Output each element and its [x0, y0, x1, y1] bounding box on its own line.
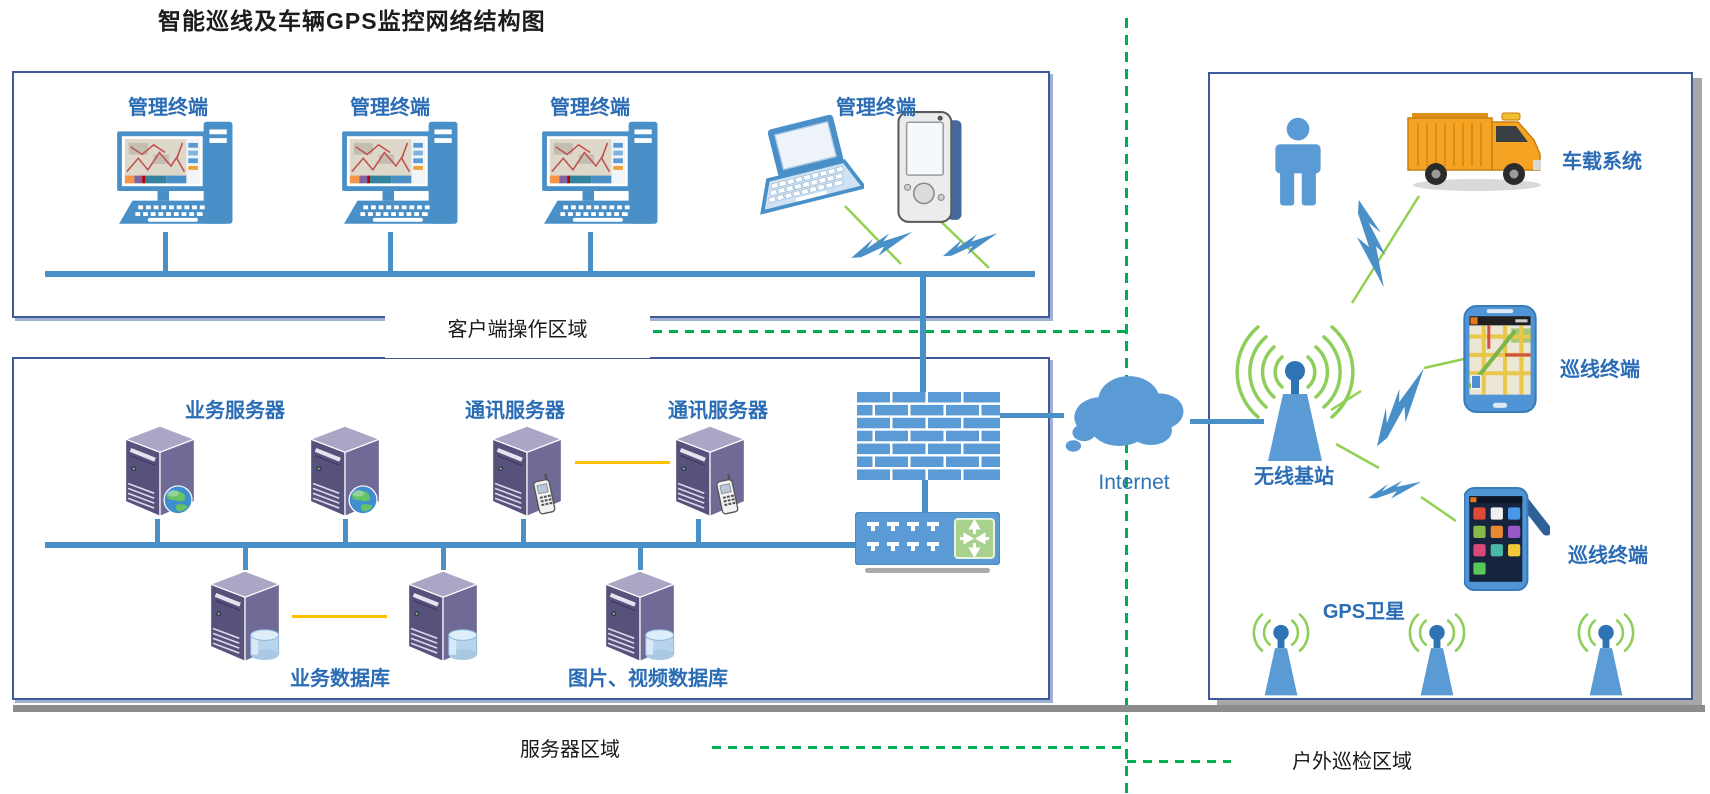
internet-label: Internet — [1098, 471, 1170, 494]
server-zone-box — [12, 357, 1050, 700]
outdoor-zone-label: 户外巡检区域 — [1292, 751, 1412, 773]
internet-to-basestation-line — [1190, 419, 1264, 424]
terminal-2-drop-line — [388, 232, 393, 271]
outdoor-zone-box — [1208, 72, 1693, 700]
client-zone-label-patch: 客户端操作区域 — [385, 296, 650, 358]
business-server-1-drop — [155, 519, 160, 542]
comm-server-1-drop — [521, 519, 526, 542]
media-db-label: 图片、视频数据库 — [568, 668, 728, 690]
db-server-1-drop — [243, 548, 248, 570]
mgmt-terminal-label-1: 管理终端 — [128, 97, 208, 119]
business-db-label: 业务数据库 — [290, 668, 390, 690]
firewall-to-internet-line — [1000, 413, 1064, 418]
vehicle-system-label: 车载系统 — [1562, 151, 1642, 173]
server-lan-bus — [45, 542, 857, 548]
business-server-label: 业务服务器 — [185, 400, 285, 422]
lan-to-firewall-riser — [920, 277, 926, 393]
server-zone-label: 服务器区域 — [520, 739, 620, 761]
patrol-terminal-2-label: 巡线终端 — [1568, 545, 1648, 567]
business-server-2-drop — [343, 519, 348, 542]
outdoor-zone-boundary-dashed-line — [1127, 760, 1231, 763]
comm-server-1-label: 通讯服务器 — [465, 400, 565, 422]
gps-satellite-label: GPS卫星 — [1322, 601, 1406, 623]
terminal-1-drop-line — [163, 232, 168, 271]
zone-boundary-vertical-dashed-line — [1125, 18, 1128, 794]
terminal-3-drop-line — [588, 232, 593, 271]
diagram-title: 智能巡线及车辆GPS监控网络结构图 — [158, 8, 546, 34]
zone-divider-line — [13, 705, 1705, 712]
mgmt-terminal-label-3: 管理终端 — [550, 97, 630, 119]
mgmt-terminal-label-4: 管理终端 — [836, 97, 916, 119]
comm-server-2-drop — [696, 519, 701, 542]
patrol-terminal-1-label: 巡线终端 — [1560, 359, 1640, 381]
server-zone-boundary-dashed-line — [712, 746, 1127, 749]
firewall-to-switch-line — [922, 480, 928, 513]
client-zone-boundary-dashed-line — [653, 330, 1127, 333]
comm-servers-link-line — [575, 461, 670, 464]
comm-server-2-label: 通讯服务器 — [668, 400, 768, 422]
mgmt-terminal-label-2: 管理终端 — [350, 97, 430, 119]
db-servers-link-line — [292, 615, 387, 618]
media-db-server-drop — [638, 548, 643, 570]
db-server-2-drop — [441, 548, 446, 570]
base-station-label: 无线基站 — [1254, 466, 1334, 488]
client-lan-bus — [45, 271, 1035, 277]
client-zone-label: 客户端操作区域 — [447, 318, 588, 341]
